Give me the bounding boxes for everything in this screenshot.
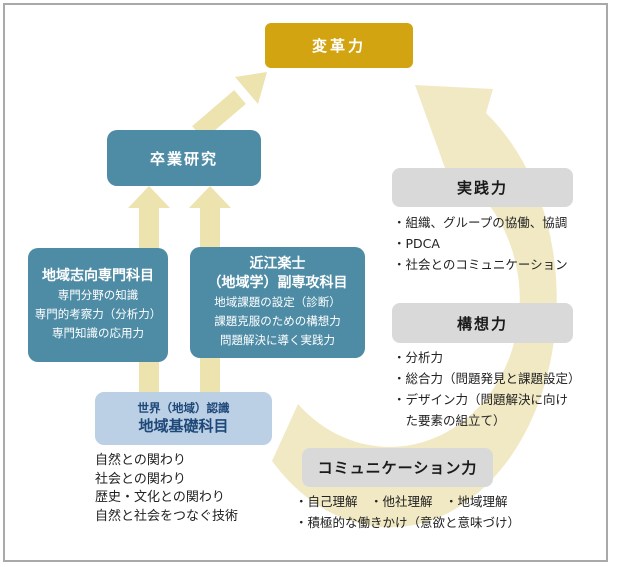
grad-to-change-arrow-shaft [192, 90, 246, 140]
list-item: 専門知識の応用力 [52, 326, 144, 340]
list-item: ・デザイン力（問題解決に向け [393, 392, 569, 407]
practical-power-list: ・組織、グループの協働、協調 ・PDCA ・社会とのコミュニケーション [393, 212, 568, 275]
omi-minor-title-line2: （地域学）副専攻科目 [207, 275, 348, 291]
list-item: 社会との関わり [95, 471, 186, 487]
regional-specialized-box: 地域志向専門科目 専門分野の知識 専門的考察力（分析力） 専門知識の応用力 [28, 248, 168, 362]
list-item: た要素の組立て） [393, 413, 506, 428]
communication-power-list: ・自己理解 ・他社理解 ・地域理解 ・積極的な働きかけ（意欲と意味づけ） [295, 491, 520, 533]
omi-minor-title-line1: 近江楽士 [249, 256, 306, 272]
practical-power-box: 実践力 [392, 168, 573, 207]
list-item: ・組織、グループの協働、協調 [393, 215, 568, 230]
regional-basic-box: 世界（地域）認識 地域基礎科目 [95, 392, 272, 445]
list-item: ・積極的な働きかけ（意欲と意味づけ） [295, 515, 521, 530]
list-item: 問題解決に導く実践力 [220, 333, 335, 347]
change-power-box: 変革力 [265, 23, 413, 68]
conception-power-box: 構想力 [392, 303, 573, 343]
change-power-label: 変革力 [311, 37, 366, 55]
regional-basic-list: 自然との関わり 社会との関わり 歴史・文化との関わり 自然と社会をつなぐ技術 [95, 452, 238, 526]
list-item: 自然と社会をつなぐ技術 [95, 508, 239, 524]
list-item: 自然との関わり [95, 453, 186, 468]
graduation-research-box: 卒業研究 [107, 130, 261, 186]
list-item: 地域課題の設定（診断） [214, 295, 341, 309]
communication-power-box: コミュニケーション力 [302, 448, 493, 487]
list-item: 歴史・文化との関わり [95, 490, 225, 505]
list-item: ・自己理解 ・他社理解 ・地域理解 [295, 494, 508, 509]
grad-to-change-arrow-head-icon [235, 72, 267, 104]
list-item: 専門分野の知識 [57, 288, 139, 302]
communication-power-label: コミュニケーション力 [317, 459, 478, 477]
conception-power-label: 構想力 [456, 314, 508, 333]
regional-basic-subtitle: 世界（地域）認識 [137, 401, 230, 415]
list-item: ・社会とのコミュニケーション [393, 257, 568, 272]
regional-basic-title: 地域基礎科目 [138, 417, 229, 435]
regional-specialized-title: 地域志向専門科目 [42, 268, 154, 284]
list-item: ・総合力（問題発見と課題設定） [393, 371, 581, 386]
list-item: 課題克服のための構想力 [214, 314, 341, 328]
practical-power-label: 実践力 [456, 179, 508, 197]
list-item: ・PDCA [393, 236, 440, 251]
list-item: ・分析力 [393, 350, 444, 365]
graduation-research-label: 卒業研究 [149, 149, 218, 168]
conception-power-list: ・分析力 ・総合力（問題発見と課題設定） ・デザイン力（問題解決に向け た要素の… [393, 347, 581, 431]
omi-minor-box: 近江楽士 （地域学）副専攻科目 地域課題の設定（診断） 課題克服のための構想力 … [190, 247, 365, 358]
list-item: 専門的考察力（分析力） [34, 307, 162, 321]
